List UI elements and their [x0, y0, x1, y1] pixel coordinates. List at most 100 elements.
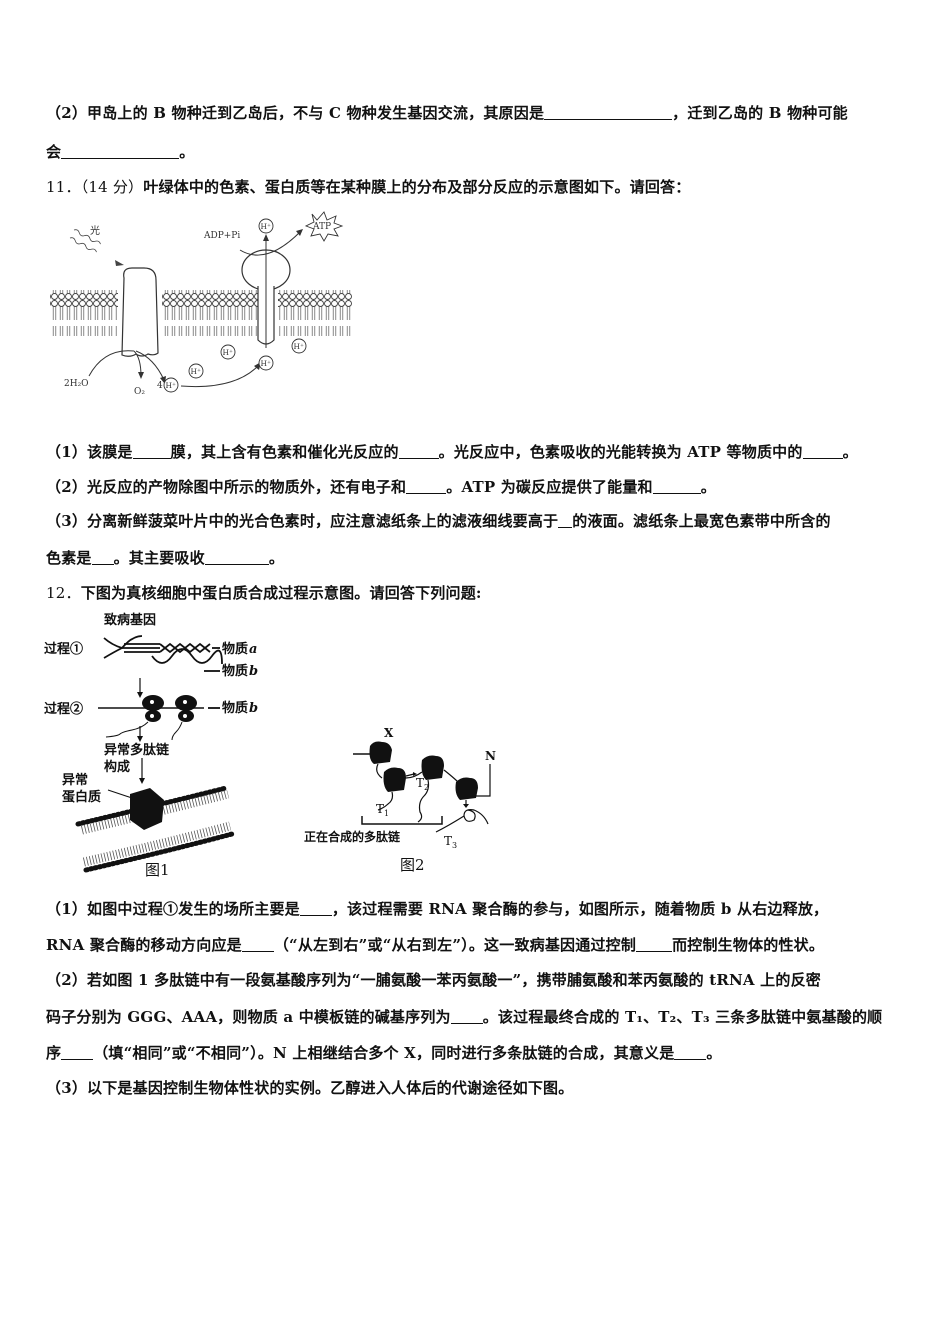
question-text: 下图为真核细胞中蛋白质合成过程示意图。请回答下列问题: [80, 584, 482, 602]
answer-blank[interactable] [450, 1009, 483, 1024]
question-text: 码子分别为 GGG、AAA，则物质 a 中模板链的碱基序列为 [46, 1008, 451, 1026]
q11-part1: （1）该膜是 膜，其上含有色素和催化光反应的 。光反应中，色素吸收的光能转换为 AT… [46, 441, 858, 462]
svg-text:X: X [384, 726, 394, 740]
question-text: （“从左到右”或“从右到左”）。这一致病基因通过控制 [273, 936, 637, 954]
question-text: 。 [700, 478, 716, 496]
question-text: 。其主要吸收 [113, 549, 205, 567]
answer-blank[interactable] [544, 105, 673, 120]
q10-part2-line1: （2）甲岛上的 B 物种迁到乙岛后，不与 C 物种发生基因交流，其原因是 ，迁到乙… [46, 102, 848, 123]
svg-text:物质: 物质 [222, 663, 248, 679]
question-text: （填“相同”或“不相同”）。N 上相继结合多个 X，同时进行多条肽链的合成，其意… [93, 1044, 675, 1062]
question-text: 。 [842, 443, 858, 461]
q12-part1-line1: （1）如图中过程①发生的场所主要是 ，该过程需要 RNA 聚合酶的参与，如图所示，… [46, 898, 828, 919]
svg-text:ATP: ATP [312, 222, 331, 232]
svg-text:T: T [444, 834, 452, 848]
question-text: 。该过程最终合成的 T₁、T₂、T₃ 三条多肽链中氨基酸的顺 [482, 1008, 883, 1026]
svg-text:H⁺: H⁺ [261, 222, 272, 231]
svg-text:b: b [249, 664, 258, 679]
question-text: 会 [46, 143, 62, 161]
question-number: 12． [46, 584, 81, 602]
question-text: ，该过程需要 RNA 聚合酶的参与，如图所示，随着物质 b 从右边释放， [331, 900, 829, 918]
svg-text:过程①: 过程① [44, 641, 83, 657]
answer-blank[interactable] [652, 479, 701, 494]
answer-blank[interactable] [241, 937, 274, 952]
question-text: 。光反应中，色素吸收的光能转换为 ATP 等物质中的 [438, 443, 803, 461]
svg-text:正在合成的多肽链: 正在合成的多肽链 [304, 829, 401, 844]
svg-text:3: 3 [452, 841, 457, 850]
question-text: 。ATP 为碳反应提供了能量和 [446, 478, 653, 496]
svg-text:光: 光 [90, 224, 100, 237]
question-text: 而控制生物体的性状。 [672, 936, 825, 954]
question-text: （2）光反应的产物除图中所示的物质外，还有电子和 [46, 478, 407, 496]
figure-1-gene-expression: 致病基因 过程① 物质 a 物质 b 过程② 物质 b 异常多肽链 构 [42, 608, 302, 883]
svg-text:蛋白质: 蛋白质 [62, 789, 101, 805]
question-text: ，迁到乙岛的 B 物种可能 [672, 104, 848, 122]
question-text: （3）以下是基因控制生物体性状的实例。乙醇进入人体后的代谢途径如下图。 [46, 1079, 574, 1097]
question-text: 。 [706, 1044, 722, 1062]
svg-text:H⁺: H⁺ [261, 359, 272, 368]
answer-blank[interactable] [61, 1045, 94, 1060]
answer-blank[interactable] [674, 1045, 707, 1060]
question-text: RNA 聚合酶的移动方向应是 [46, 936, 242, 954]
question-text: （2）若如图 1 多肽链中有一段氨基酸序列为“一脯氨酸一苯丙氨酸一”，携带脯氨酸… [46, 971, 821, 989]
question-score: （14 分） [80, 178, 144, 196]
svg-text:图2: 图2 [400, 856, 425, 874]
svg-text:物质: 物质 [222, 700, 248, 716]
q11-part3-line1: （3）分离新鲜菠菜叶片中的光合色素时，应注意滤纸条上的滤液细线要高于的液面。滤纸… [46, 510, 831, 531]
svg-text:异常: 异常 [62, 772, 88, 788]
svg-text:过程②: 过程② [44, 701, 83, 717]
svg-text:b: b [249, 701, 258, 716]
svg-text:a: a [249, 642, 257, 657]
answer-blank[interactable] [558, 513, 573, 528]
question-text: 色素是 [46, 549, 92, 567]
svg-text:H⁺: H⁺ [191, 367, 202, 376]
question-text: 叶绿体中的色素、蛋白质等在某种膜上的分布及部分反应的示意图如下。请回答： [143, 178, 691, 196]
question-text: （1）如图中过程①发生的场所主要是 [46, 900, 300, 918]
thylakoid-membrane-figure: ADP+Pi ATP H⁺ 光 2H₂O O₂ 4 H⁺ H⁺ H⁺ H⁺ H⁺ [44, 208, 364, 403]
q10-part2-line2: 会。 [46, 141, 194, 162]
answer-blank[interactable] [398, 444, 439, 459]
question-text: 。 [268, 549, 285, 567]
question-text: 的液面。滤纸条上最宽色素带中所含的 [572, 512, 831, 530]
svg-text:1: 1 [384, 809, 389, 818]
answer-blank[interactable] [132, 444, 171, 459]
svg-text:4: 4 [157, 381, 163, 391]
svg-text:ADP+Pi: ADP+Pi [203, 231, 240, 241]
svg-text:构成: 构成 [104, 759, 130, 775]
q12-part2-line1: （2）若如图 1 多肽链中有一段氨基酸序列为“一脯氨酸一苯丙氨酸一”，携带脯氨酸… [46, 969, 821, 990]
q11-part3-line2: 色素是 。其主要吸收 。 [46, 547, 284, 568]
svg-text:异常多肽链: 异常多肽链 [104, 742, 170, 758]
q12-part1-line2: RNA 聚合酶的移动方向应是 （“从左到右”或“从右到左”）。这一致病基因通过控制… [46, 934, 824, 955]
q11-part2: （2）光反应的产物除图中所示的物质外，还有电子和 。ATP 为碳反应提供了能量和 。 [46, 476, 716, 497]
answer-blank[interactable] [91, 550, 114, 565]
svg-text:图1: 图1 [145, 861, 170, 879]
answer-blank[interactable] [61, 144, 180, 159]
answer-blank[interactable] [802, 444, 843, 459]
q12-stem: 12．下图为真核细胞中蛋白质合成过程示意图。请回答下列问题: [46, 582, 482, 603]
svg-text:T: T [376, 802, 384, 816]
svg-text:致病基因: 致病基因 [104, 612, 156, 628]
figure-2-polysome: X N T 1 T 2 T 3 正在合成的多肽链 图2 [298, 720, 513, 880]
q12-part3: （3）以下是基因控制生物体性状的实例。乙醇进入人体后的代谢途径如下图。 [46, 1077, 573, 1098]
answer-blank[interactable] [204, 550, 269, 565]
q11-stem: 11．（14 分）叶绿体中的色素、蛋白质等在某种膜上的分布及部分反应的示意图如下… [46, 176, 690, 197]
question-text: （1）该膜是 [46, 443, 133, 461]
svg-text:2: 2 [424, 783, 429, 792]
q12-part2-line2: 码子分别为 GGG、AAA，则物质 a 中模板链的碱基序列为 。该过程最终合成的 … [46, 1006, 882, 1027]
question-text: 序 [46, 1044, 62, 1062]
answer-blank[interactable] [406, 479, 447, 494]
question-text: 。 [179, 143, 195, 161]
svg-text:N: N [485, 749, 496, 763]
answer-blank[interactable] [636, 937, 673, 952]
question-number: 11． [46, 178, 81, 196]
question-text: （3）分离新鲜菠菜叶片中的光合色素时，应注意滤纸条上的滤液细线要高于 [46, 512, 559, 530]
q12-part2-line3: 序 （填“相同”或“不相同”）。N 上相继结合多个 X，同时进行多条肽链的合成，其… [46, 1042, 722, 1063]
svg-text:H⁺: H⁺ [223, 348, 234, 357]
svg-text:2H₂O: 2H₂O [64, 379, 89, 389]
question-text: 膜，其上含有色素和催化光反应的 [170, 443, 399, 461]
svg-text:H⁺: H⁺ [294, 342, 305, 351]
svg-text:T: T [416, 776, 424, 790]
svg-text:O₂: O₂ [134, 387, 145, 397]
question-text: （2）甲岛上的 B 物种迁到乙岛后，不与 C 物种发生基因交流，其原因是 [46, 104, 545, 122]
answer-blank[interactable] [299, 901, 332, 916]
